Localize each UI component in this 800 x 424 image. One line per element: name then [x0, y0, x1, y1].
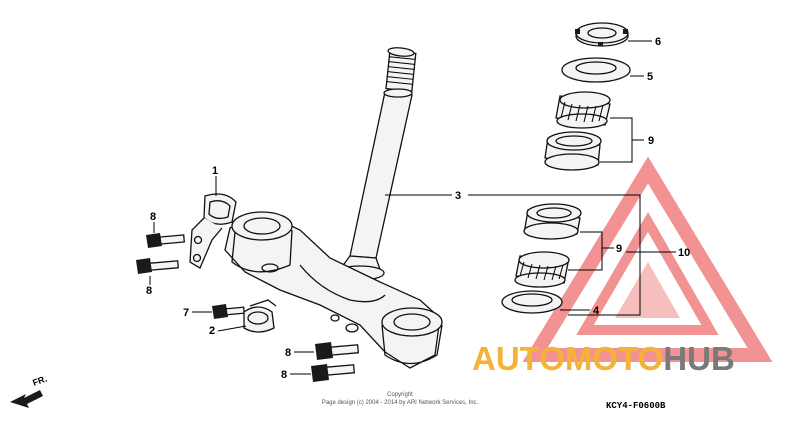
front-arrow-icon	[10, 390, 43, 408]
hose-clamp-2	[243, 299, 277, 333]
callout-5: 5	[647, 71, 653, 83]
bolt-8-bottom-b	[311, 364, 355, 382]
bolt-8-upper	[146, 233, 186, 248]
front-direction-label: FR.	[31, 374, 48, 388]
upper-bearing-race	[544, 131, 602, 171]
upper-bearing-cone	[555, 91, 611, 129]
callout-10: 10	[678, 247, 690, 259]
dust-seal-5	[561, 57, 631, 83]
dust-seal-4	[501, 290, 563, 314]
bottom-bridge	[224, 211, 443, 369]
callout-4: 4	[593, 305, 600, 317]
watermark-logo	[522, 156, 773, 362]
callout-6: 6	[655, 36, 661, 48]
callout-8-bottom-b: 8	[281, 369, 287, 381]
figure-code: KCY4-F0600B	[606, 401, 666, 411]
bolt-7	[212, 304, 245, 319]
lower-bearing-race	[523, 203, 582, 240]
steering-stem	[335, 47, 417, 281]
copyright-line-2: Page design (c) 2004 - 2014 by ARI Netwo…	[322, 400, 479, 406]
callout-9-upper: 9	[648, 135, 654, 147]
lock-nut-6	[575, 22, 629, 47]
callout-8-upper: 8	[150, 211, 156, 223]
callout-1: 1	[212, 165, 218, 177]
leader-lines	[149, 40, 676, 375]
callout-7: 7	[183, 307, 189, 319]
callout-3: 3	[455, 190, 461, 202]
callout-2: 2	[209, 325, 215, 337]
lower-bearing-cone	[514, 251, 570, 288]
copyright-line-1: Copyright	[387, 392, 413, 398]
bolt-8-lower	[136, 258, 179, 274]
watermark-wordmark: AUTOMOTOHUB	[472, 340, 735, 377]
hose-guide-bracket	[189, 193, 237, 269]
callout-8-lower: 8	[146, 285, 152, 297]
callout-8-bottom-a: 8	[285, 347, 291, 359]
watermark-text: AUTOMOTOHUB	[472, 340, 735, 377]
callout-9-lower: 9	[616, 243, 622, 255]
bolt-8-bottom-a	[315, 342, 359, 360]
